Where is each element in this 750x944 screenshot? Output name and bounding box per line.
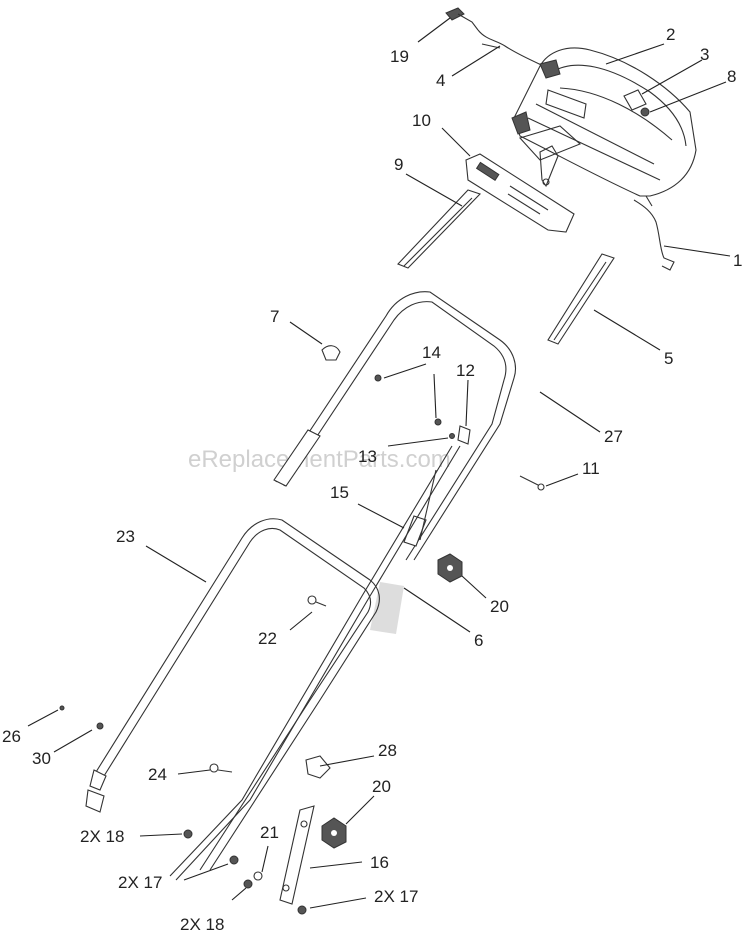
callout-21: 21: [260, 823, 279, 842]
callout-5: 5: [664, 349, 673, 368]
callout-3: 3: [700, 45, 709, 64]
callout-2x17-left: 2X 17: [118, 873, 162, 892]
part-2-control-bar-housing: [511, 47, 697, 197]
part-12-clamp: [457, 425, 471, 445]
callout-16: 16: [370, 853, 389, 872]
callout-30: 30: [32, 749, 51, 768]
control-cables: [169, 445, 461, 881]
callouts: 19 4 2 3 8 10 9 1 7 5 14 12 27 13 11 15 …: [2, 25, 742, 934]
part-7-knob: [321, 345, 341, 361]
callout-22: 22: [258, 629, 277, 648]
callout-4: 4: [436, 71, 445, 90]
callout-26: 26: [2, 727, 21, 746]
part-9-grip: [397, 189, 482, 269]
cable-bracket: [539, 145, 559, 188]
callout-23: 23: [116, 527, 135, 546]
part-23-lower-handle: [85, 518, 380, 871]
part-17-bolt-left: [229, 855, 239, 865]
part-5-grip: [547, 253, 615, 345]
callout-19: 19: [390, 47, 409, 66]
callout-11: 11: [582, 459, 600, 478]
part-8-nut: [640, 107, 650, 117]
part-13-screw: [449, 433, 455, 439]
callout-9: 9: [394, 155, 403, 174]
callout-2x18-left: 2X 18: [80, 827, 124, 846]
callout-12: 12: [456, 361, 475, 380]
part-18-nut-left: [183, 829, 193, 839]
part-3-adjuster: [623, 89, 647, 111]
part-6-decal-plate: [370, 582, 404, 634]
part-30-washer: [96, 722, 104, 730]
callout-15: 15: [330, 483, 349, 502]
part-20-knob-upper: [437, 553, 463, 583]
watermark-text: eReplacementParts.com: [188, 446, 451, 473]
callout-28: 28: [378, 741, 397, 760]
part-18-nut-right: [243, 879, 253, 889]
callout-10: 10: [412, 111, 431, 130]
callout-1: 1: [733, 251, 742, 270]
part-14-washer: [374, 374, 442, 426]
part-26-screw: [59, 705, 65, 711]
callout-2x18-bottom: 2X 18: [180, 915, 224, 934]
part-16-bracket: [279, 805, 315, 905]
callout-6: 6: [474, 631, 483, 650]
callout-20-upper: 20: [490, 597, 509, 616]
part-27-upper-handle: [273, 291, 517, 561]
part-19-cable-end: [445, 7, 479, 31]
part-22-bolt: [307, 595, 327, 607]
part-10-decal: [465, 153, 575, 233]
part-11-bolt: [519, 475, 545, 491]
callout-24: 24: [148, 765, 167, 784]
part-20-knob-lower: [321, 817, 347, 849]
part-28-bushing: [305, 755, 331, 779]
part-24-bolt: [209, 763, 233, 773]
callout-2: 2: [666, 25, 675, 44]
callout-20-lower: 20: [372, 777, 391, 796]
part-1-bail-bar: [633, 195, 675, 271]
callout-27: 27: [604, 427, 623, 446]
leader-lines: [27, 17, 731, 909]
callout-13: 13: [358, 447, 377, 466]
part-17-bolt-right: [297, 905, 307, 915]
callout-7: 7: [270, 307, 279, 326]
callout-8: 8: [727, 67, 736, 86]
part-21-washer: [253, 871, 263, 881]
callout-2x17-right: 2X 17: [374, 887, 418, 906]
callout-14: 14: [422, 343, 441, 362]
